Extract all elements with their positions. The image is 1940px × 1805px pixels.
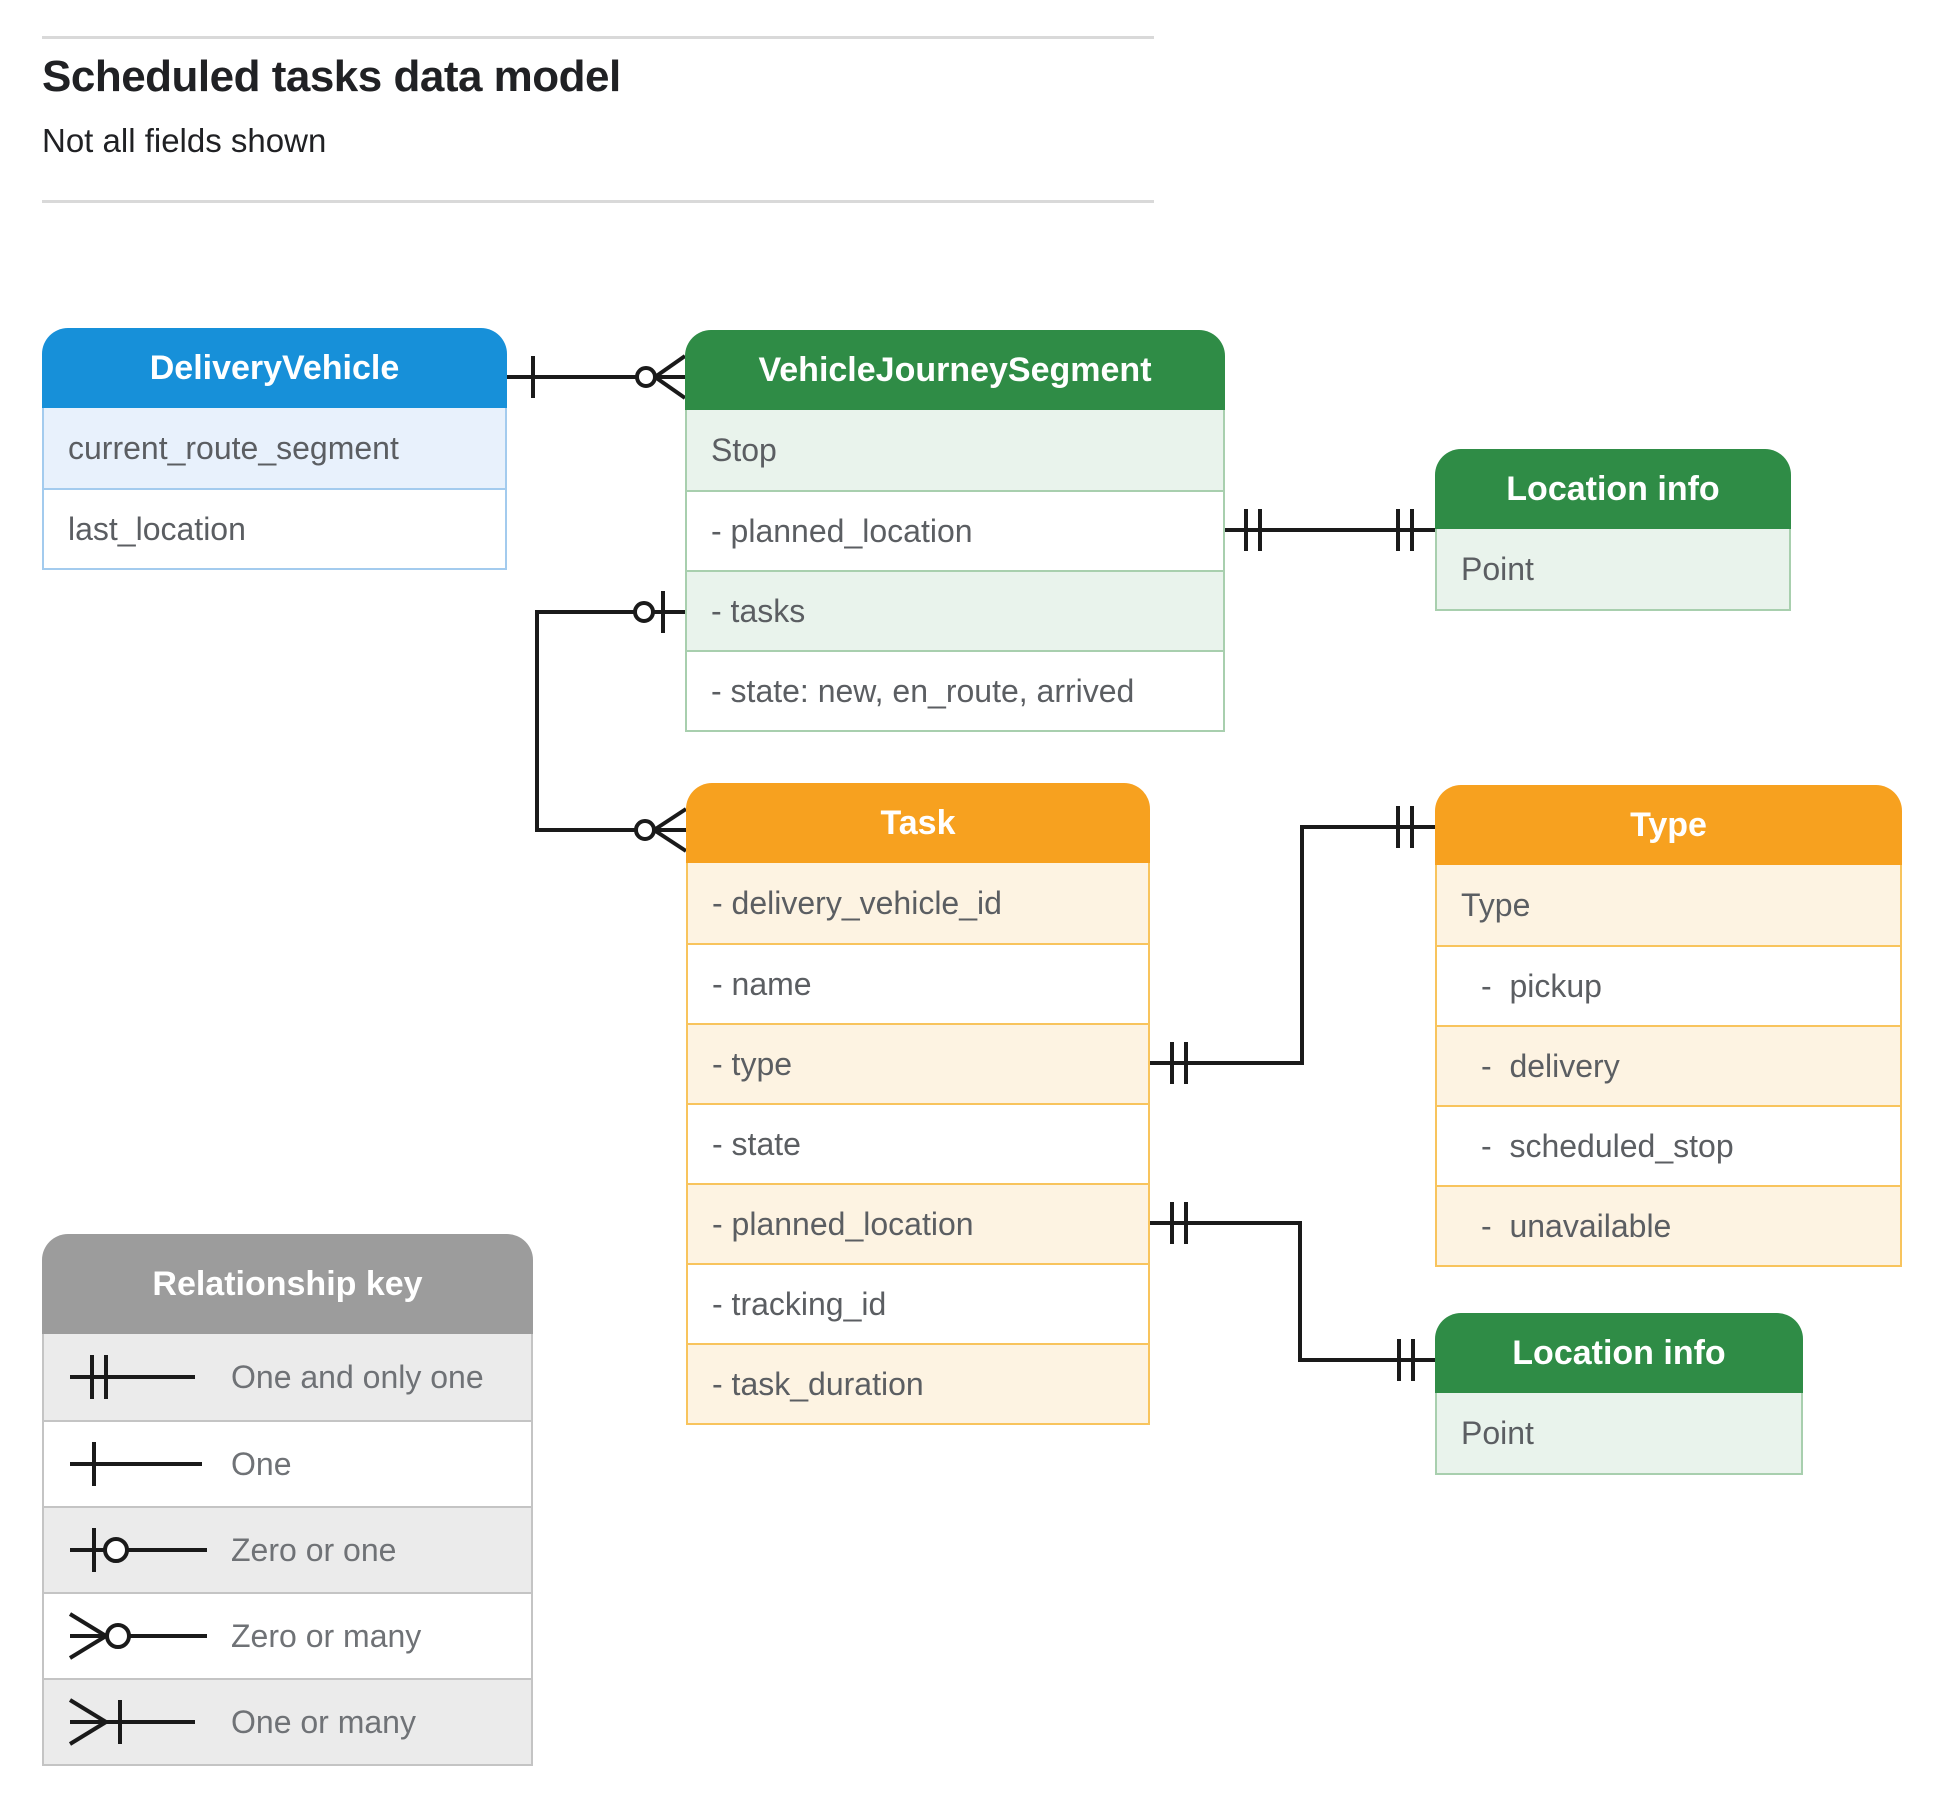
legend-label: One or many	[231, 1703, 416, 1740]
zero-circle	[634, 819, 656, 841]
entity-delivery-vehicle: DeliveryVehicle current_route_segment la…	[42, 328, 507, 570]
field-tracking-id: - tracking_id	[688, 1263, 1148, 1343]
crow-foot-upper	[652, 807, 688, 832]
crow-foot-lower	[653, 375, 687, 400]
entity-type-header: Type	[1435, 785, 1902, 865]
legend-label: One and only one	[231, 1358, 484, 1395]
connector-deliveryvehicle-to-vehiclejourneysegment	[507, 354, 687, 400]
divider-bottom	[42, 200, 1154, 203]
field-state: - state: new, en_route, arrived	[687, 650, 1223, 730]
field-stop: Stop	[687, 410, 1223, 490]
one-icon	[70, 1442, 202, 1486]
field-type: - type	[688, 1023, 1148, 1103]
field-scheduled-stop: - scheduled_stop	[1437, 1105, 1900, 1185]
one-and-only-one-icon	[70, 1355, 195, 1399]
entity-location-info-top-header: Location info	[1435, 449, 1791, 529]
field-last-location: last_location	[44, 488, 505, 568]
legend-row-one-and-only-one: One and only one	[44, 1334, 531, 1420]
zero-or-one-icon	[70, 1528, 207, 1572]
field-pickup: - pickup	[1437, 945, 1900, 1025]
entity-type-rows: Type - pickup - delivery - scheduled_sto…	[1435, 865, 1902, 1267]
field-point: Point	[1437, 1393, 1801, 1473]
field-tasks: - tasks	[687, 570, 1223, 650]
connector-line	[535, 610, 686, 832]
legend-row-one: One	[44, 1420, 531, 1506]
connector-plannedlocation-to-locationinfo-top	[1225, 509, 1435, 551]
entity-location-info-top-rows: Point	[1435, 529, 1791, 611]
entity-delivery-vehicle-rows: current_route_segment last_location	[42, 408, 507, 570]
connector-tasktype-to-type	[1150, 806, 1435, 1084]
relationship-key: Relationship key One and only one	[42, 1234, 533, 1766]
field-delivery: - delivery	[1437, 1025, 1900, 1105]
field-planned-location: - planned_location	[688, 1183, 1148, 1263]
field-planned-location: - planned_location	[687, 490, 1223, 570]
connector-line	[1150, 825, 1435, 1065]
entity-location-info-bottom-header: Location info	[1435, 1313, 1803, 1393]
divider-top	[42, 36, 1154, 39]
field-name: - name	[688, 943, 1148, 1023]
legend-label: One	[231, 1445, 292, 1482]
relationship-key-rows: One and only one One	[42, 1334, 533, 1766]
entity-location-info-bottom: Location info Point	[1435, 1313, 1803, 1475]
entity-type: Type Type - pickup - delivery - schedule…	[1435, 785, 1902, 1267]
entity-task: Task - delivery_vehicle_id - name - type…	[686, 783, 1150, 1425]
field-task-duration: - task_duration	[688, 1343, 1148, 1423]
zero-circle	[633, 601, 655, 623]
entity-location-info-top: Location info Point	[1435, 449, 1791, 611]
field-state: - state	[688, 1103, 1148, 1183]
legend-label: Zero or one	[231, 1531, 397, 1568]
page-title: Scheduled tasks data model	[42, 52, 621, 101]
zero-circle	[635, 366, 657, 388]
connector-taskplannedlocation-to-locationinfo-bottom	[1150, 1202, 1435, 1381]
entity-vehicle-journey-segment: VehicleJourneySegment Stop - planned_loc…	[685, 330, 1225, 732]
entity-delivery-vehicle-header: DeliveryVehicle	[42, 328, 507, 408]
entity-vehicle-journey-segment-header: VehicleJourneySegment	[685, 330, 1225, 410]
legend-row-zero-or-many: Zero or many	[44, 1592, 531, 1678]
crow-foot-upper	[653, 354, 687, 379]
field-delivery-vehicle-id: - delivery_vehicle_id	[688, 863, 1148, 943]
field-point: Point	[1437, 529, 1789, 609]
entity-vehicle-journey-segment-rows: Stop - planned_location - tasks - state:…	[685, 410, 1225, 732]
entity-task-rows: - delivery_vehicle_id - name - type - st…	[686, 863, 1150, 1425]
field-unavailable: - unavailable	[1437, 1185, 1900, 1265]
entity-location-info-bottom-rows: Point	[1435, 1393, 1803, 1475]
entity-task-header: Task	[686, 783, 1150, 863]
relationship-key-header: Relationship key	[42, 1234, 533, 1334]
connector-tasks-to-task	[535, 591, 688, 853]
legend-row-one-or-many: One or many	[44, 1678, 531, 1764]
connector-line	[1150, 1221, 1435, 1362]
field-type-title: Type	[1437, 865, 1900, 945]
field-current-route-segment: current_route_segment	[44, 408, 505, 488]
legend-label: Zero or many	[231, 1617, 422, 1654]
page-subtitle: Not all fields shown	[42, 122, 327, 159]
legend-row-zero-or-one: Zero or one	[44, 1506, 531, 1592]
one-or-many-icon	[68, 1698, 195, 1746]
crow-foot-lower	[652, 828, 688, 853]
zero-or-many-icon	[68, 1612, 207, 1660]
